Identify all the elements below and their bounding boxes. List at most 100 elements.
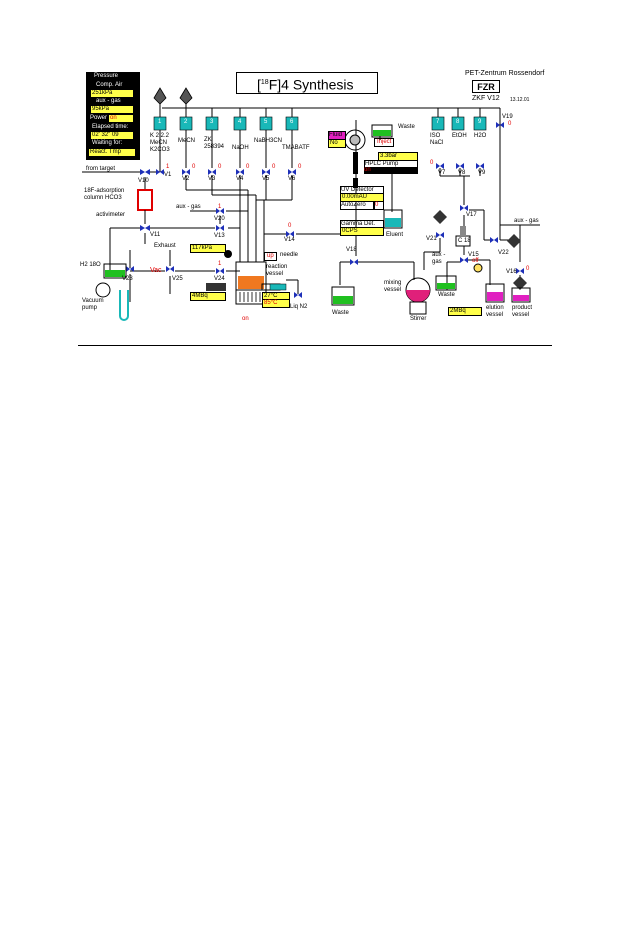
- aux-gas-value: 95kPa: [90, 105, 134, 114]
- elapsed-label: Elapsed time:: [92, 124, 129, 130]
- eluent-label: Eluent: [386, 232, 404, 238]
- valve-v11-label[interactable]: V11: [150, 232, 161, 238]
- valve-v24-label[interactable]: V24: [214, 276, 225, 282]
- comp-air-value: 251kPa: [90, 89, 134, 98]
- reagent-4-num: 4: [238, 119, 242, 125]
- reagent-3-num: 3: [210, 119, 214, 125]
- title-main: 4 Synthesis: [281, 76, 354, 93]
- valve-v8-label[interactable]: V8: [458, 170, 466, 176]
- inject-button[interactable]: Inject: [374, 138, 395, 147]
- waiting-value: React. Tmp: [88, 148, 136, 157]
- valve-v4-label[interactable]: V4: [236, 176, 244, 182]
- valve-v10-label[interactable]: V10: [138, 178, 149, 184]
- valve-v19-label[interactable]: V19: [502, 114, 513, 120]
- power-value: on: [108, 114, 134, 123]
- autozero-label[interactable]: AutoZero: [340, 201, 374, 210]
- org-name: PET-Zentrum Rossendorf: [465, 70, 545, 77]
- waste-top-label: Waste: [398, 124, 415, 130]
- valve-v20-state: 1: [218, 204, 222, 210]
- reagent-6-label: TMABATF: [282, 145, 310, 151]
- reagent-5-num: 5: [264, 119, 268, 125]
- reagent-9-num: 9: [478, 119, 482, 125]
- exhaust-label: Exhaust: [154, 243, 176, 249]
- valve-v6-state: 0: [298, 164, 302, 170]
- liq-n2-label: Liq N2: [290, 304, 308, 310]
- valve-v7-label[interactable]: V7: [438, 170, 446, 176]
- valve-v5-label[interactable]: V5: [262, 176, 270, 182]
- mixing-vessel-label: mixing vessel: [384, 280, 402, 293]
- valve-v15-label[interactable]: V15: [468, 252, 479, 258]
- valve-v17-label[interactable]: V17: [466, 212, 477, 218]
- activimeter-label: activimeter: [96, 212, 126, 218]
- c18-label: C 18: [458, 238, 471, 244]
- gamma-value: 0CPS: [340, 227, 384, 236]
- title-box: [18F]4 Synthesis: [236, 72, 378, 94]
- reagent-8-num: 8: [456, 119, 460, 125]
- valve-v6-label[interactable]: V6: [288, 176, 296, 182]
- valve-v18-label[interactable]: V18: [346, 247, 357, 253]
- vacuum-pump-label: Vacuum pump: [82, 298, 104, 311]
- reaction-pressure: 117kPa: [190, 244, 226, 253]
- h2o18-label: H2 18O: [80, 262, 101, 268]
- valve-v20-label[interactable]: V20: [214, 216, 225, 222]
- reagent-4-label: NaOH: [232, 145, 249, 151]
- waiting-label: Waiting for:: [92, 140, 123, 146]
- valve-v1-label[interactable]: V1: [164, 172, 172, 178]
- title-sup: 18: [260, 79, 269, 86]
- valve-v5-state: 0: [272, 164, 276, 170]
- valve-v14-state: 0: [288, 223, 292, 229]
- reagent-1-label: K 2.2.2 MeCN K2CO3: [150, 133, 170, 153]
- reaction-vessel-label: reaction vessel: [266, 264, 288, 277]
- valve-v21-label[interactable]: V21: [426, 236, 437, 242]
- valve-v9-label[interactable]: V9: [478, 170, 486, 176]
- reagent-5-label: NaBH3CN: [254, 138, 283, 144]
- up-indicator[interactable]: up: [264, 252, 277, 261]
- valve-v25-label[interactable]: V25: [172, 276, 183, 282]
- aux-gas-right-label: aux - gas: [514, 218, 539, 224]
- valve-v3-label[interactable]: V3: [208, 176, 216, 182]
- reagent-1-num: 1: [158, 119, 162, 125]
- pressure-label: Pressure: [94, 73, 119, 79]
- valve-v23-label[interactable]: V23: [122, 276, 133, 282]
- valve-v14-label[interactable]: V14: [284, 237, 295, 243]
- aux-gas-label-left: aux - gas: [176, 204, 201, 210]
- valve-v4-state: 0: [246, 164, 250, 170]
- valve-v22-label[interactable]: V22: [498, 250, 509, 256]
- reagent-7-num: 7: [436, 119, 440, 125]
- reagent-2-num: 2: [184, 119, 188, 125]
- stirrer-label: Stirrer: [410, 316, 427, 322]
- valve-v7-state: 0: [430, 160, 434, 166]
- title-bracket-left: [: [257, 76, 261, 93]
- power-label: Power: [90, 115, 108, 121]
- fzr-logo: FZR: [472, 80, 500, 93]
- aux-gas-mid-label: aux - gas: [432, 252, 446, 265]
- comp-air-label: Comp. Air: [96, 82, 123, 88]
- valve-v2-label[interactable]: V2: [182, 176, 190, 182]
- reagent-3-label: ZK 258394: [204, 137, 225, 150]
- reaction-activity: 4MBq: [190, 292, 226, 301]
- valve-v16-label[interactable]: V16: [506, 269, 517, 275]
- hplc-pump-state[interactable]: on: [364, 167, 418, 174]
- fluid-value[interactable]: No: [328, 139, 346, 148]
- reagent-8-label: EtOH: [452, 133, 467, 139]
- needle-label: needle: [280, 252, 299, 258]
- reagent-6-num: 6: [290, 119, 294, 125]
- valve-v13-label[interactable]: V13: [214, 233, 225, 239]
- panel-divider: [78, 345, 552, 346]
- waste-mid-label: Waste: [438, 292, 455, 298]
- synthesis-panel: [78, 64, 552, 346]
- elution-vessel-label: elution vessel: [486, 305, 504, 318]
- temp-actual: 85°C: [262, 299, 290, 308]
- autozero-state[interactable]: 0: [374, 201, 384, 210]
- reagent-2-label: MeCN: [178, 138, 196, 144]
- product-vessel-label: product vessel: [512, 305, 533, 318]
- aux-gas-label: aux - gas: [96, 98, 121, 104]
- valve-v2-state: 0: [192, 164, 196, 170]
- valve-v3-state: 0: [218, 164, 222, 170]
- adsorption-label: 18F-adsorption column HCO3: [84, 188, 125, 201]
- elapsed-value: 02' 32" 09: [90, 131, 134, 140]
- valve-v19-state: 0: [508, 121, 512, 127]
- version: ZKF V12: [472, 95, 500, 102]
- valve-v1-state: 1: [166, 164, 170, 170]
